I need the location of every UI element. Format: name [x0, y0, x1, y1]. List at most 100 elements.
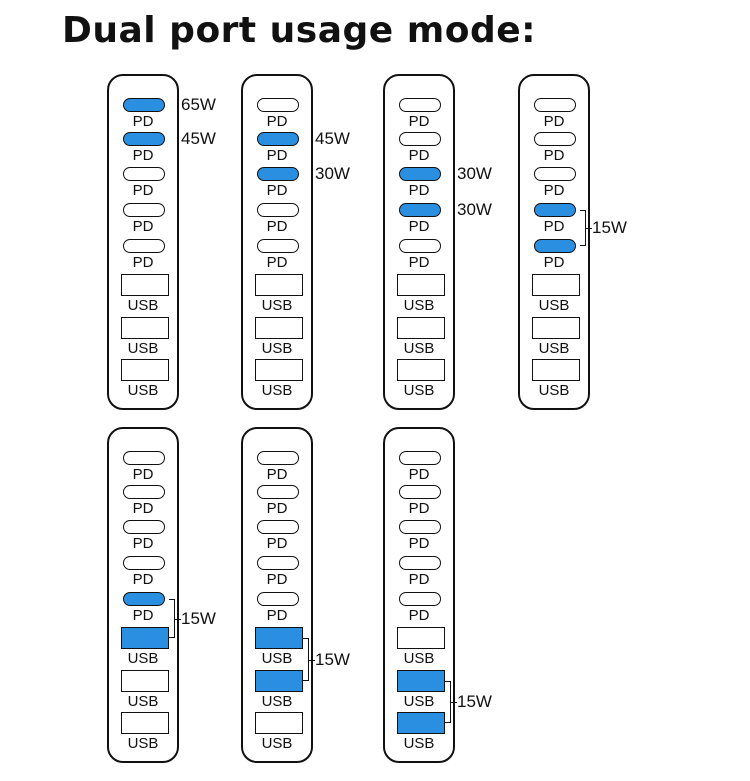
- combined-output-bracket: [580, 210, 586, 246]
- usb-c-pd-port[interactable]: [257, 485, 299, 499]
- pd-label: PD: [132, 182, 154, 199]
- bracket-connector: [586, 228, 592, 229]
- usb-a-port[interactable]: [397, 359, 445, 381]
- usb-a-port[interactable]: [532, 274, 580, 296]
- usb-c-pd-port[interactable]: [257, 451, 299, 465]
- usb-a-port[interactable]: [255, 670, 303, 692]
- usb-label: USB: [127, 650, 159, 667]
- usb-label: USB: [261, 297, 293, 314]
- usb-c-pd-port[interactable]: [399, 451, 441, 465]
- usb-c-pd-port[interactable]: [399, 203, 441, 217]
- pd-label: PD: [132, 607, 154, 624]
- usb-a-port[interactable]: [255, 359, 303, 381]
- usb-c-pd-port[interactable]: [123, 556, 165, 570]
- combined-output-bracket: [303, 638, 309, 681]
- pd-label: PD: [408, 218, 430, 235]
- wattage-label: 65W: [181, 95, 216, 114]
- usb-c-pd-port[interactable]: [257, 556, 299, 570]
- usb-a-port[interactable]: [121, 317, 169, 339]
- usb-a-port[interactable]: [255, 317, 303, 339]
- pd-label: PD: [543, 113, 565, 130]
- usb-label: USB: [127, 297, 159, 314]
- usb-c-pd-port[interactable]: [123, 520, 165, 534]
- usb-label: USB: [127, 382, 159, 399]
- pd-label: PD: [266, 535, 288, 552]
- usb-a-port[interactable]: [255, 274, 303, 296]
- usb-a-port[interactable]: [121, 274, 169, 296]
- usb-c-pd-port[interactable]: [534, 203, 576, 217]
- bracket-connector: [451, 702, 457, 703]
- usb-c-pd-port[interactable]: [123, 167, 165, 181]
- usb-c-pd-port[interactable]: [123, 592, 165, 606]
- usb-c-pd-port[interactable]: [534, 167, 576, 181]
- wattage-label: 30W: [315, 164, 350, 183]
- usb-a-port[interactable]: [397, 670, 445, 692]
- usb-a-port[interactable]: [121, 670, 169, 692]
- pd-label: PD: [543, 182, 565, 199]
- pd-label: PD: [132, 571, 154, 588]
- usb-a-port[interactable]: [121, 712, 169, 734]
- usb-c-pd-port[interactable]: [123, 485, 165, 499]
- usb-c-pd-port[interactable]: [399, 592, 441, 606]
- usb-c-pd-port[interactable]: [123, 451, 165, 465]
- wattage-label: 30W: [457, 164, 492, 183]
- usb-c-pd-port[interactable]: [123, 98, 165, 112]
- usb-c-pd-port[interactable]: [399, 132, 441, 146]
- usb-label: USB: [403, 382, 435, 399]
- pd-label: PD: [132, 500, 154, 517]
- usb-c-pd-port[interactable]: [123, 132, 165, 146]
- usb-a-port[interactable]: [397, 627, 445, 649]
- usb-label: USB: [403, 693, 435, 710]
- usb-c-pd-port[interactable]: [257, 167, 299, 181]
- wattage-label: 15W: [592, 218, 627, 237]
- usb-c-pd-port[interactable]: [399, 485, 441, 499]
- pd-label: PD: [408, 535, 430, 552]
- pd-label: PD: [408, 147, 430, 164]
- usb-c-pd-port[interactable]: [534, 132, 576, 146]
- pd-label: PD: [132, 147, 154, 164]
- usb-c-pd-port[interactable]: [399, 520, 441, 534]
- usb-c-pd-port[interactable]: [399, 167, 441, 181]
- wattage-label: 15W: [457, 692, 492, 711]
- usb-a-port[interactable]: [255, 627, 303, 649]
- usb-a-port[interactable]: [397, 274, 445, 296]
- usb-c-pd-port[interactable]: [257, 239, 299, 253]
- wattage-label: 15W: [181, 608, 216, 628]
- bracket-connector: [309, 659, 315, 661]
- usb-a-port[interactable]: [255, 712, 303, 734]
- pd-label: PD: [132, 535, 154, 552]
- usb-c-pd-port[interactable]: [534, 98, 576, 112]
- pd-label: PD: [266, 607, 288, 624]
- usb-c-pd-port[interactable]: [257, 592, 299, 606]
- usb-a-port[interactable]: [397, 712, 445, 734]
- usb-a-port[interactable]: [532, 317, 580, 339]
- usb-label: USB: [127, 693, 159, 710]
- usb-a-port[interactable]: [397, 317, 445, 339]
- usb-a-port[interactable]: [532, 359, 580, 381]
- usb-a-port[interactable]: [121, 359, 169, 381]
- pd-label: PD: [543, 218, 565, 235]
- usb-c-pd-port[interactable]: [399, 556, 441, 570]
- wattage-label: 45W: [315, 129, 350, 148]
- usb-c-pd-port[interactable]: [534, 239, 576, 253]
- pd-label: PD: [543, 254, 565, 271]
- usb-c-pd-port[interactable]: [257, 520, 299, 534]
- usb-c-pd-port[interactable]: [123, 203, 165, 217]
- usb-c-pd-port[interactable]: [257, 132, 299, 146]
- usb-a-port[interactable]: [121, 627, 169, 649]
- usb-c-pd-port[interactable]: [399, 239, 441, 253]
- combined-output-bracket: [445, 681, 451, 723]
- page-title: Dual port usage mode:: [62, 10, 537, 51]
- usb-c-pd-port[interactable]: [399, 98, 441, 112]
- usb-label: USB: [261, 650, 293, 667]
- pd-label: PD: [543, 147, 565, 164]
- usb-c-pd-port[interactable]: [257, 98, 299, 112]
- pd-label: PD: [132, 466, 154, 483]
- usb-c-pd-port[interactable]: [123, 239, 165, 253]
- pd-label: PD: [266, 147, 288, 164]
- usb-label: USB: [403, 297, 435, 314]
- usb-c-pd-port[interactable]: [257, 203, 299, 217]
